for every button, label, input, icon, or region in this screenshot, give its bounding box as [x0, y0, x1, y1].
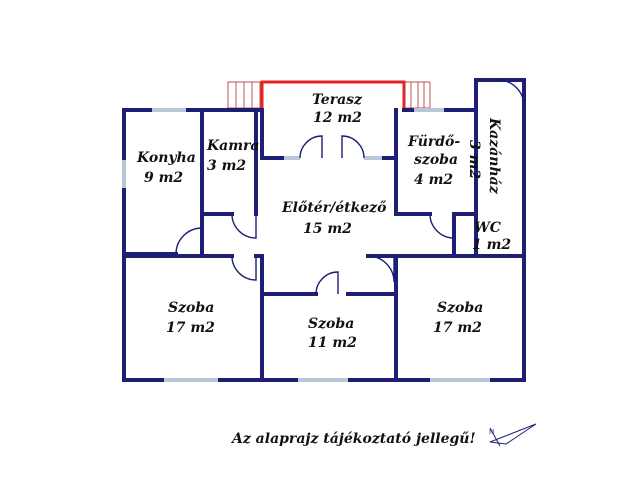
room-area-szoba-middle: 11 m2: [308, 335, 357, 351]
room-area-szoba-right: 17 m2: [433, 320, 482, 336]
room-name-kazanhaz: Kazánház: [486, 117, 502, 195]
room-area-terasz: 12 m2: [313, 110, 362, 126]
room-name-furdo-line1: Fürdő-: [407, 134, 460, 150]
north-arrow-icon: N: [489, 423, 537, 447]
room-name-eloter: Előtér/étkező: [281, 200, 387, 216]
room-area-szoba-left: 17 m2: [166, 320, 215, 336]
room-area-kazanhaz: 3 m2: [466, 140, 482, 179]
room-name-terasz: Terasz: [312, 92, 363, 108]
room-name-szoba-middle: Szoba: [308, 316, 354, 332]
room-name-kamra: Kamra: [206, 138, 260, 154]
room-name-furdo-line2: szoba: [414, 152, 458, 168]
room-area-eloter: 15 m2: [303, 221, 352, 237]
room-name-szoba-left: Szoba: [168, 300, 214, 316]
room-name-konyha: Konyha: [136, 150, 196, 166]
room-area-furdo: 4 m2: [414, 172, 453, 188]
room-name-szoba-right: Szoba: [437, 300, 483, 316]
svg-text:N: N: [489, 428, 494, 436]
room-area-kamra: 3 m2: [207, 158, 246, 174]
windows: [122, 108, 490, 382]
terrace-outline: [260, 80, 406, 108]
room-area-konyha: 9 m2: [144, 170, 183, 186]
room-name-wc: WC: [474, 220, 501, 236]
disclaimer-note: Az alaprajz tájékoztató jellegű!: [230, 431, 476, 447]
doors: [175, 79, 525, 295]
room-area-wc: 1 m2: [472, 237, 511, 253]
